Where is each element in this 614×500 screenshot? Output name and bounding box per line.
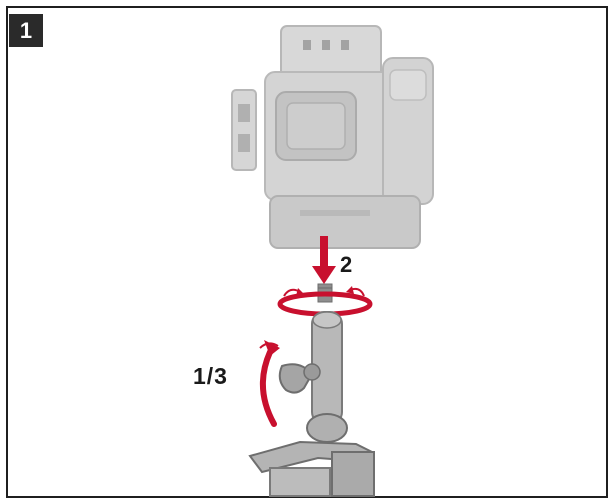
- laser-level-device: [231, 25, 434, 249]
- clamp-arm: [248, 311, 375, 497]
- callout-label-rotate: 1/3: [193, 363, 228, 389]
- insert-arrow: [312, 236, 336, 284]
- knob-rotate-arrow: [259, 340, 280, 427]
- step-number-badge: 1: [9, 14, 43, 47]
- callout-label-insert: 2: [340, 252, 353, 277]
